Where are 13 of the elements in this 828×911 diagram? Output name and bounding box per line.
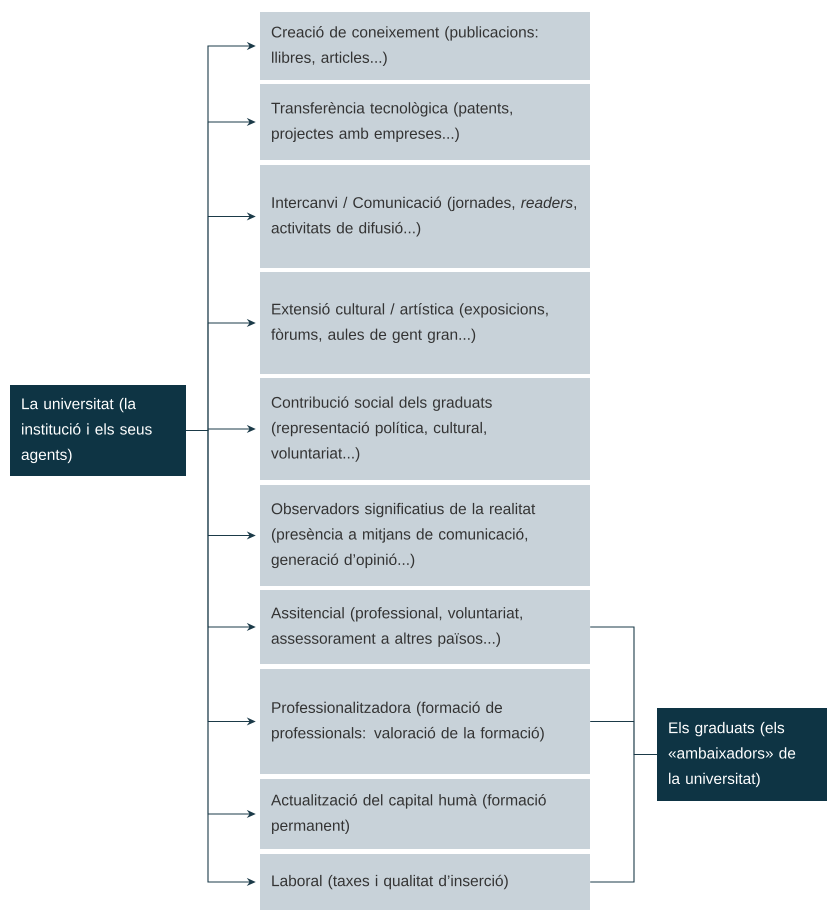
- category-box: Transferència tecnològica (patents, projectes amb empreses...): [260, 84, 590, 160]
- category-box: Assitencial (professional, voluntariat, assessorament a altres països...): [260, 590, 590, 664]
- category-box: Extensió cultural / artística (exposicions, fòrums, aules de gent gran...): [260, 272, 590, 374]
- label-box: La universitat (la institució i els seus agents): [10, 385, 186, 476]
- connector-line: [590, 754, 657, 883]
- label-box: Els graduats (els «ambaixadors» de la universitat): [657, 708, 827, 801]
- category-box: Laboral (taxes i qualitat d’inserció): [260, 854, 590, 910]
- category-box: Professionalitzadora (formació de professionals: valoració de la formació): [260, 669, 590, 774]
- category-box: Observadors significatius de la realitat (presència a mitjans de comunicació, generació d’opinió...): [260, 485, 590, 586]
- category-box: Contribució social dels graduats (representació política, cultural, voluntariat...): [260, 378, 590, 480]
- category-box: Intercanvi / Comunicació (jornades, readers, activitats de difusió...): [260, 165, 590, 268]
- category-box: Actualització del capital humà (formació permanent): [260, 779, 590, 849]
- category-box: Creació de coneixement (publicacions: llibres, articles...): [260, 12, 590, 80]
